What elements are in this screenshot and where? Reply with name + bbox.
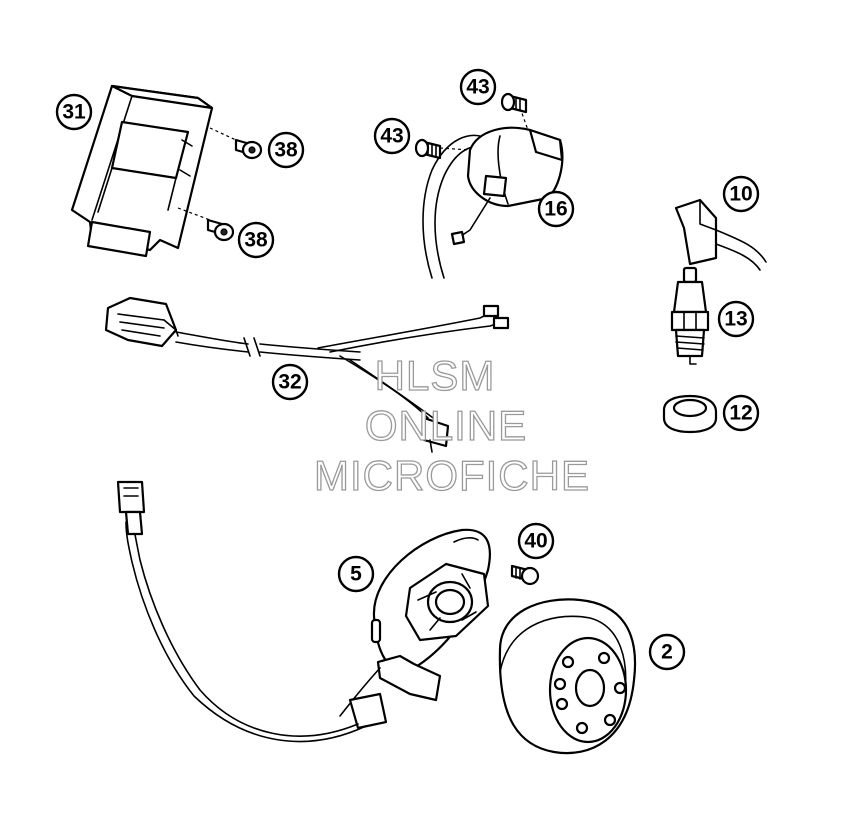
flywheel-rotor — [498, 598, 637, 755]
seal-washer — [662, 394, 718, 434]
bolt-43-upper — [500, 92, 528, 114]
callout-40-label: 40 — [524, 530, 547, 553]
cdi-unit — [70, 84, 237, 258]
watermark-line-2: ONLINE — [365, 402, 527, 449]
callout-43-upper-label: 43 — [466, 76, 489, 99]
screw-40 — [510, 564, 540, 586]
ignition-coil — [422, 107, 564, 279]
watermark: HLSM ONLINE MICROFICHE — [313, 351, 590, 499]
watermark-line-1: HLSM — [375, 352, 496, 399]
screw-38-upper — [234, 138, 263, 160]
spark-plug-cap — [674, 198, 767, 271]
stator-plate — [116, 480, 492, 743]
callout-43-upper: 43 — [459, 68, 497, 106]
callout-38-upper: 38 — [267, 131, 305, 169]
screw-38-lower — [206, 218, 235, 242]
callout-13-label: 13 — [724, 308, 747, 331]
spark-plug — [670, 266, 710, 365]
callout-31-label: 31 — [62, 101, 86, 124]
callout-2: 2 — [648, 633, 686, 671]
callout-32-label: 32 — [278, 371, 301, 394]
callout-12: 12 — [722, 394, 760, 432]
callout-10-label: 10 — [729, 183, 752, 206]
callout-5: 5 — [337, 555, 375, 593]
callout-32: 32 — [271, 363, 309, 401]
callout-16: 16 — [537, 190, 575, 228]
callout-40: 40 — [517, 522, 555, 560]
callout-38-upper-label: 38 — [274, 139, 298, 162]
callout-16-label: 16 — [544, 198, 567, 221]
callout-43-lower: 43 — [373, 117, 411, 155]
callout-10: 10 — [722, 175, 760, 213]
callout-2-label: 2 — [661, 641, 673, 664]
callout-5-label: 5 — [350, 563, 362, 586]
bolt-43-lower — [414, 138, 442, 160]
watermark-line-3: MICROFICHE — [314, 452, 590, 499]
callout-13: 13 — [717, 300, 755, 338]
callout-31: 31 — [55, 93, 93, 131]
callout-38-lower-label: 38 — [244, 229, 268, 252]
callout-38-lower: 38 — [237, 221, 275, 259]
callout-12-label: 12 — [729, 402, 752, 425]
wiring-harness — [104, 296, 510, 453]
callout-43-lower-label: 43 — [380, 125, 403, 148]
